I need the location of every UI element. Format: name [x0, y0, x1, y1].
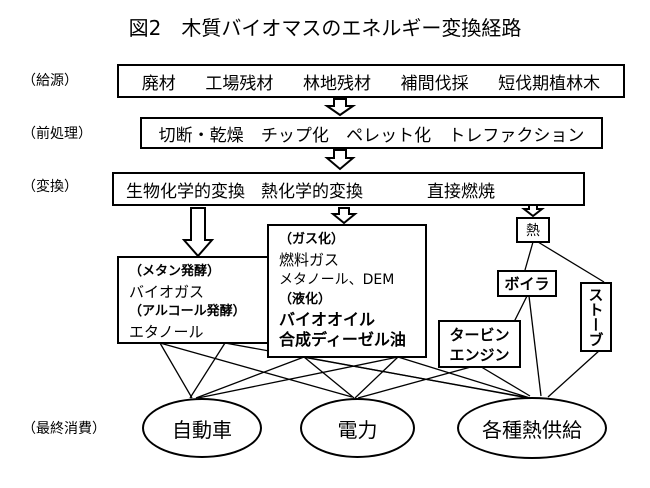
stove-box: ストーブ	[580, 282, 612, 352]
methanol-dem-label: メタノール、DEM	[279, 272, 395, 288]
boiler-label: ボイラ	[504, 275, 550, 293]
fuel-gas-label: 燃料ガス	[279, 251, 340, 269]
stage-label-final-consumption: （最終消費）	[22, 421, 106, 437]
arrow-preprocess-to-conversion	[324, 149, 356, 171]
stage-label-source: （給源）	[22, 73, 78, 89]
source-item: 工場残材	[205, 73, 274, 94]
source-box: 廃材 工場残材 林地残材 補間伐採 短伐期植林木	[117, 64, 625, 98]
ethanol-label: エタノール	[129, 323, 204, 341]
preprocess-item: チップ化	[260, 125, 329, 146]
stage-label-preprocess: （前処理）	[22, 126, 92, 142]
conversion-direct-combustion: 直接燃焼	[427, 181, 495, 202]
conversion-biochemical: 生物化学的変換	[126, 181, 245, 202]
stage-label-conversion: （変換）	[22, 179, 78, 195]
preprocess-item: ペレット化	[346, 125, 432, 146]
gasification-label: （ガス化）	[279, 232, 345, 247]
turbine-label: タービン	[449, 326, 510, 344]
turbine-engine-box: タービン エンジン	[438, 320, 521, 368]
biochemical-products-box: （メタン発酵） バイオガス （アルコール発酵） エタノール	[117, 256, 278, 344]
boiler-box: ボイラ	[497, 270, 557, 297]
arrow-to-thermochemical-products	[330, 207, 358, 225]
source-item: 短伐期植林木	[498, 73, 601, 94]
heat-box: 熱	[516, 217, 550, 243]
source-item: 補間伐採	[400, 73, 469, 94]
alcohol-fermentation-label: （アルコール発酵）	[129, 304, 246, 319]
consumer-automobile-label: 自動車	[172, 417, 232, 442]
arrow-source-to-preprocess	[323, 98, 357, 117]
stove-label: ストーブ	[586, 287, 605, 347]
arrow-to-heat	[521, 204, 545, 218]
thermochemical-products-box: （ガス化） 燃料ガス メタノール、DEM （液化） バイオオイル 合成ディーゼル…	[267, 224, 427, 358]
preprocess-box: 切断・乾燥 チップ化 ペレット化 トレファクション	[140, 117, 603, 149]
source-item: 林地残材	[302, 73, 371, 94]
consumer-automobile: 自動車	[142, 398, 262, 458]
synthetic-diesel-label: 合成ディーゼル油	[279, 330, 406, 349]
preprocess-item: トレファクション	[448, 125, 585, 146]
conversion-thermochemical: 熱化学的変換	[261, 181, 363, 202]
diagram-title: 図2 木質バイオマスのエネルギー変換経路	[128, 16, 522, 40]
methane-fermentation-label: （メタン発酵）	[129, 264, 221, 279]
conversion-box: 生物化学的変換 熱化学的変換 直接燃焼	[112, 172, 585, 206]
arrow-to-biochemical-products	[181, 207, 215, 258]
preprocess-item: 切断・乾燥	[158, 125, 244, 146]
liquefaction-label: （液化）	[279, 292, 332, 307]
consumer-heat-supply-label: 各種熱供給	[482, 417, 582, 442]
heat-label: 熱	[526, 223, 540, 239]
biogas-label: バイオガス	[129, 283, 205, 301]
consumer-heat-supply: 各種熱供給	[457, 397, 607, 459]
bio-oil-label: バイオオイル	[279, 310, 376, 329]
consumer-electric-power: 電力	[300, 398, 415, 458]
source-item: 廃材	[141, 73, 176, 94]
consumer-electric-power-label: 電力	[337, 417, 378, 442]
engine-label: エンジン	[449, 346, 510, 364]
